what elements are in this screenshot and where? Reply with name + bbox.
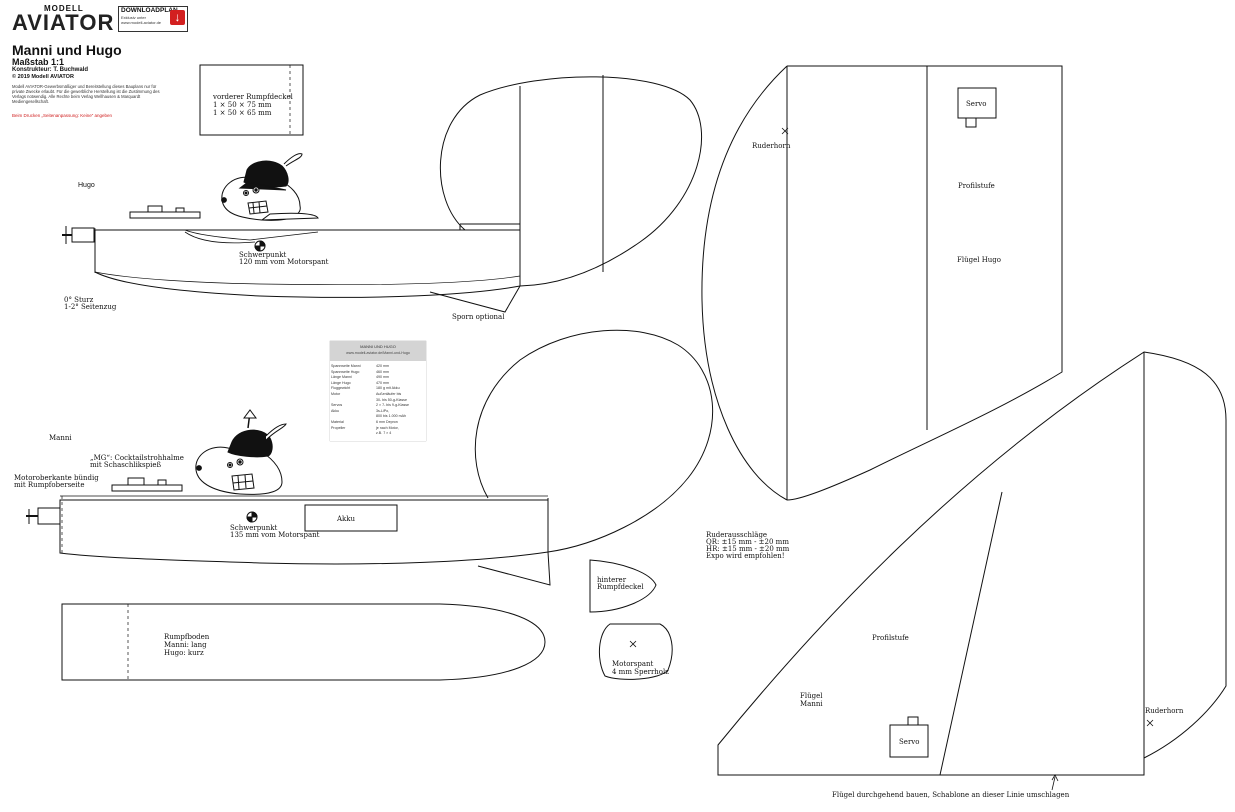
front-cover-label: vorderer Rumpfdeckel — [213, 93, 293, 101]
cg-hugo-value: 120 mm vom Motorspant — [239, 258, 329, 266]
download-badge-title: DOWNLOADPLAN — [121, 7, 178, 14]
spec-value: 180 g mit Akku — [376, 386, 400, 391]
fold-note: Flügel durchgehend bauen, Schablone an d… — [832, 791, 1070, 799]
rear-cover-label-2: Rumpfdeckel — [597, 583, 644, 591]
servo-hugo-label: Servo — [966, 100, 987, 108]
akku-box — [304, 504, 398, 532]
wing-manni-part — [717, 351, 1227, 776]
download-badge-sub: Exklusiv unter www.modell-aviator.de — [121, 15, 162, 25]
bottom-label-1: Rumpfboden — [164, 633, 210, 641]
spec-key: Fluggewicht — [331, 386, 351, 391]
firewall-label-1: Motorspant — [612, 660, 654, 668]
motor-label-1: Motoroberkante bündig — [14, 474, 99, 482]
fuselage-bottom-part — [61, 603, 546, 681]
spec-value: 30- bis 50-g-Klasse — [376, 397, 407, 402]
spec-key: Spannweite Manni — [331, 364, 361, 368]
wing-manni-label-1: Flügel — [800, 692, 823, 700]
mg-label-1: „MG“: Cocktailstrohhalme — [90, 454, 184, 462]
bottom-label-3: Hugo: kurz — [164, 649, 204, 657]
cg-manni-value: 135 mm vom Motorspant — [230, 531, 320, 539]
brand-logo: AVIATOR — [12, 10, 115, 35]
spec-value: Außenläufer bis — [376, 392, 402, 396]
plan-notice: Modell AVIATOR-Gewerbsmäßiger und Bereit… — [12, 84, 160, 104]
wing-hugo-part — [786, 65, 1063, 501]
plan-scale: Maßstab 1:1 — [12, 57, 65, 67]
throws-label-1: Ruderausschläge — [706, 531, 768, 539]
bottom-label-2: Manni: lang — [164, 641, 207, 649]
spec-value: 460 mm — [376, 369, 389, 374]
profilstufe-manni-label: Profilstufe — [872, 634, 909, 642]
hugo-fuselage — [94, 229, 521, 298]
plan-copyright: © 2019 Modell AVIATOR — [12, 74, 74, 80]
cg-manni-title: Schwerpunkt — [230, 524, 278, 532]
spec-key: Material — [331, 420, 344, 424]
servo-box-hugo — [957, 87, 997, 119]
spec-value: je nach Motor, — [376, 425, 399, 430]
akku-label: Akku — [337, 515, 356, 523]
brand-small: MODELL — [44, 4, 84, 13]
hugo-pilot-drawing — [221, 153, 319, 221]
profilstufe-hugo-label: Profilstufe — [958, 182, 995, 190]
spec-value: z.B. 7 × 4 — [376, 431, 392, 436]
hugo-motor — [71, 227, 95, 243]
wing-hugo-label: Flügel Hugo — [957, 256, 1001, 264]
servo-box-manni — [889, 724, 929, 758]
spec-value: 800 bis 1.000 mAh — [376, 414, 406, 419]
motor-label-2: mit Rumpfoberseite — [14, 481, 85, 489]
mg-label-2: mit Schaschlikspieß — [90, 461, 162, 469]
spec-value: 490 mm — [376, 375, 389, 380]
sidethrust-label: 1-2° Seitenzug — [64, 303, 117, 311]
hugo-label: Hugo — [78, 182, 95, 189]
front-cover-dim1: 1 × 50 × 75 mm — [213, 101, 272, 109]
cg-symbol-manni — [246, 511, 258, 523]
hugo-tail — [439, 76, 703, 287]
plan-designer: Konstrukteur: T. Buchwald — [12, 67, 89, 73]
front-cover-dim2: 1 × 50 × 65 mm — [213, 109, 272, 117]
plan-title: Manni und Hugo — [12, 42, 122, 58]
spec-value: 2 × 7- bis 9-g-Klasse — [376, 403, 410, 408]
ruderhorn-hugo-label: Ruderhorn — [752, 142, 791, 150]
manni-fuselage — [59, 499, 549, 565]
cg-symbol-hugo — [254, 240, 266, 252]
manni-motor — [37, 507, 61, 525]
throws-label-2: QR: ±15 mm - ±20 mm — [706, 538, 789, 546]
servo-manni-label: Servo — [899, 738, 920, 746]
manni-tail — [474, 329, 714, 553]
wing-manni-label-2: Manni — [800, 700, 823, 708]
spec-key: Motor — [331, 392, 341, 396]
manni-label: Manni — [49, 434, 72, 442]
spec-card-header — [330, 341, 426, 361]
thrust-label: 0° Sturz — [64, 296, 94, 304]
sporn-label: Sporn optional — [452, 313, 505, 321]
cg-hugo-title: Schwerpunkt — [239, 251, 287, 259]
spec-key: Länge Manni — [331, 375, 352, 380]
rear-cover-label-1: hinterer — [597, 576, 627, 584]
rear-cover-part — [589, 559, 657, 613]
spec-value: 6 mm Depron — [376, 420, 398, 424]
front-cover-part — [199, 64, 304, 136]
spec-card-subtitle: www.modell-aviator.de/Manni-und-Hugo — [346, 351, 410, 355]
throws-label-3: HR: ±15 mm - ±20 mm — [706, 545, 790, 553]
spec-value: 470 mm — [376, 380, 389, 385]
spec-value: 420 mm — [376, 364, 389, 368]
ruderhorn-manni-label: Ruderhorn — [1145, 707, 1184, 715]
firewall-part — [598, 623, 673, 680]
print-note: Beim Drucken „Seitenanpassung: Keine“ an… — [12, 113, 113, 118]
spec-key: Länge Hugo — [331, 380, 351, 385]
spec-key: Servos — [331, 403, 343, 408]
manni-pilot-drawing — [195, 409, 287, 495]
spec-card-title: MANNI UND HUGO — [360, 344, 396, 349]
spec-key: Propeller — [331, 425, 346, 430]
throws-label-4: Expo wird empfohlen! — [706, 552, 785, 560]
arrow-down-icon[interactable]: ↓ — [170, 10, 185, 25]
spec-value: 3s-LiPo, — [376, 408, 390, 413]
spec-key: Spannweite Hugo — [331, 369, 360, 374]
firewall-label-2: 4 mm Sperrholz — [612, 668, 669, 676]
spec-key: Akku — [331, 408, 339, 413]
